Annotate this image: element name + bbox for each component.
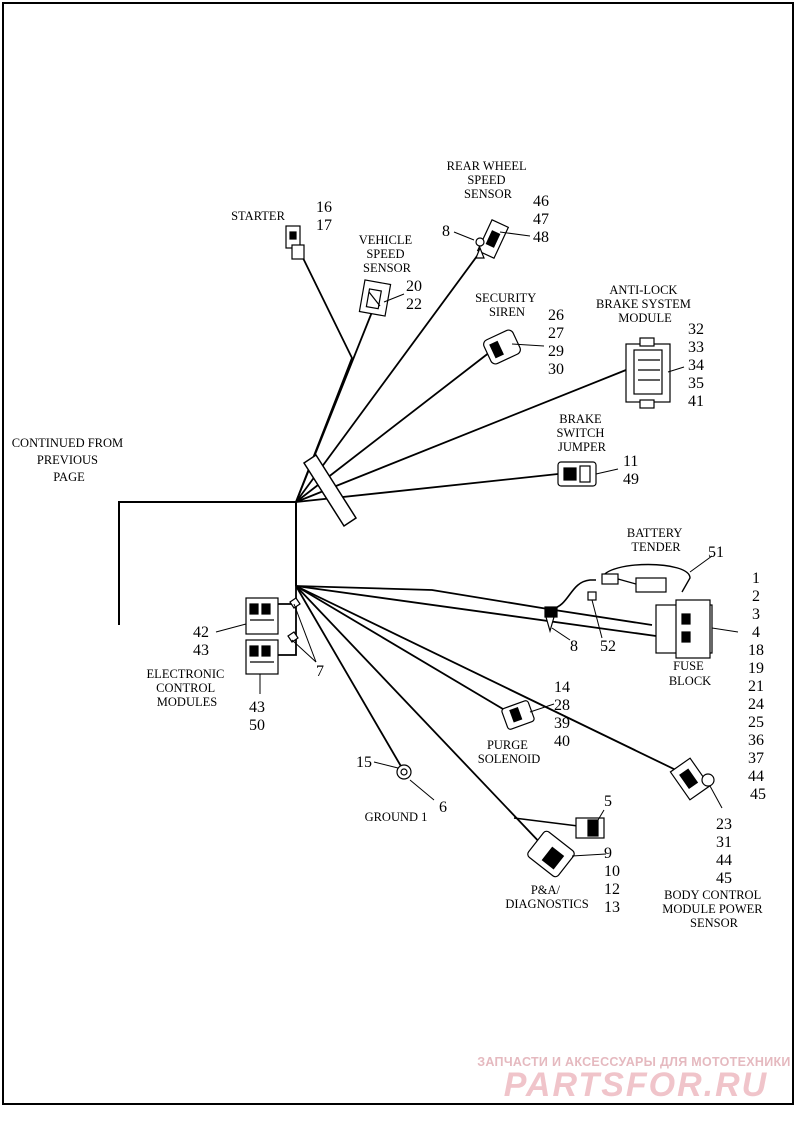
leader-lines: [215, 231, 739, 857]
callout-siren: 26 27 29 30: [548, 307, 568, 378]
ecm-bottom: [245, 639, 279, 675]
callout-fuse-52: 52: [600, 638, 616, 655]
callout-ecm-top: 42 43: [193, 624, 213, 659]
ground-ring: [396, 764, 412, 780]
label-starter: STARTER: [231, 209, 285, 223]
label-abs: ANTI-LOCK BRAKE SYSTEM MODULE: [596, 283, 694, 325]
abs-module: [625, 337, 671, 409]
label-ground: GROUND 1: [365, 810, 428, 824]
label-vss: VEHICLE SPEED SENSOR: [359, 233, 416, 275]
vss-connector: [358, 279, 392, 317]
callout-vss: 20 22: [406, 278, 426, 313]
wire-fuse-upper: [295, 585, 653, 626]
callout-diag-5: 5: [604, 793, 612, 810]
callout-rwss-left: 8: [442, 223, 450, 240]
wire-ground: [295, 585, 403, 769]
watermark-logo: PARTSFOR.RU: [504, 1066, 768, 1104]
callout-brake: 11 49: [623, 453, 642, 488]
callout-tender: 51: [708, 544, 724, 561]
trunk-wire-left: [118, 501, 297, 625]
fuse-block: [655, 599, 713, 659]
label-continued: CONTINUED FROM PREVIOUS PAGE: [12, 436, 127, 484]
tender-connector: [601, 573, 667, 593]
label-diag: P&A/ DIAGNOSTICS: [505, 883, 588, 911]
wire-purge: [295, 585, 509, 713]
label-fuse: FUSE BLOCK: [669, 659, 711, 688]
ground-clips-7: [287, 597, 301, 643]
terminal-52: [587, 591, 597, 601]
label-purge: PURGE SOLENOID: [478, 738, 541, 766]
rwss-connector: [475, 218, 510, 260]
wire-diag-lead: [513, 817, 579, 827]
label-rwss: REAR WHEEL SPEED SENSOR: [447, 159, 530, 201]
wire-tender-loop: [601, 563, 691, 593]
diagram-frame: [2, 2, 794, 1105]
callout-diag: 9 10 12 13: [604, 845, 624, 916]
connectors: [245, 218, 715, 878]
callout-ground-6: 6: [439, 799, 447, 816]
callout-bcm: 23 31 44 45: [716, 816, 736, 887]
siren-connector: [483, 329, 521, 365]
diag-connector-main: [527, 830, 575, 878]
wire-bcm: [295, 585, 681, 773]
callout-purge: 14 28 39 40: [554, 679, 574, 750]
wire-diag: [295, 585, 546, 849]
callout-numbers: 16 17 20 22 8 46 47 48 26 27 29 30 32 33…: [193, 193, 768, 916]
watermark-tagline: ЗАПЧАСТИ И АКСЕССУАРЫ ДЛЯ МОТОТЕХНИКИ: [477, 1055, 790, 1069]
ring-terminal-8: [544, 606, 558, 634]
callout-ecm-bottom: 43 50: [249, 699, 269, 734]
ecm-top: [245, 597, 279, 635]
wire-fuse-lower: [295, 585, 657, 637]
diag-connector-5: [575, 817, 605, 839]
callout-starter: 16 17: [316, 199, 336, 234]
callout-ground-15: 15: [356, 754, 372, 771]
starter-connector: [285, 225, 305, 260]
callout-abs: 32 33 34 35 41: [688, 321, 708, 410]
wire-abs: [295, 369, 627, 503]
conduit-sleeve: [302, 453, 358, 528]
purge-connector: [501, 700, 535, 730]
wires: [118, 251, 691, 849]
wire-ecm: [278, 586, 297, 656]
callout-fuse-8: 8: [570, 638, 578, 655]
watermark: ЗАПЧАСТИ И АКСЕССУАРЫ ДЛЯ МОТОТЕХНИКИ PA…: [477, 1055, 790, 1104]
brake-jumper-connector: [557, 461, 597, 487]
label-brake: BRAKE SWITCH JUMPER: [556, 412, 607, 454]
label-ecm: ELECTRONIC CONTROL MODULES: [147, 667, 228, 709]
label-siren: SECURITY SIREN: [475, 291, 539, 319]
bcm-connector: [669, 757, 715, 801]
label-tender: BATTERY TENDER: [627, 526, 685, 554]
wire-starter: [296, 258, 303, 502]
wire-rwss: [295, 251, 481, 503]
callout-rwss: 46 47 48: [533, 193, 553, 246]
label-bcm: BODY CONTROL MODULE POWER SENSOR: [662, 888, 765, 930]
callout-fuse: 1 2 3 4 18 19 21 24 25 36 37 44 45: [748, 570, 768, 803]
callout-ecm-7: 7: [316, 663, 324, 680]
component-labels: CONTINUED FROM PREVIOUS PAGE STARTER VEH…: [12, 159, 765, 930]
